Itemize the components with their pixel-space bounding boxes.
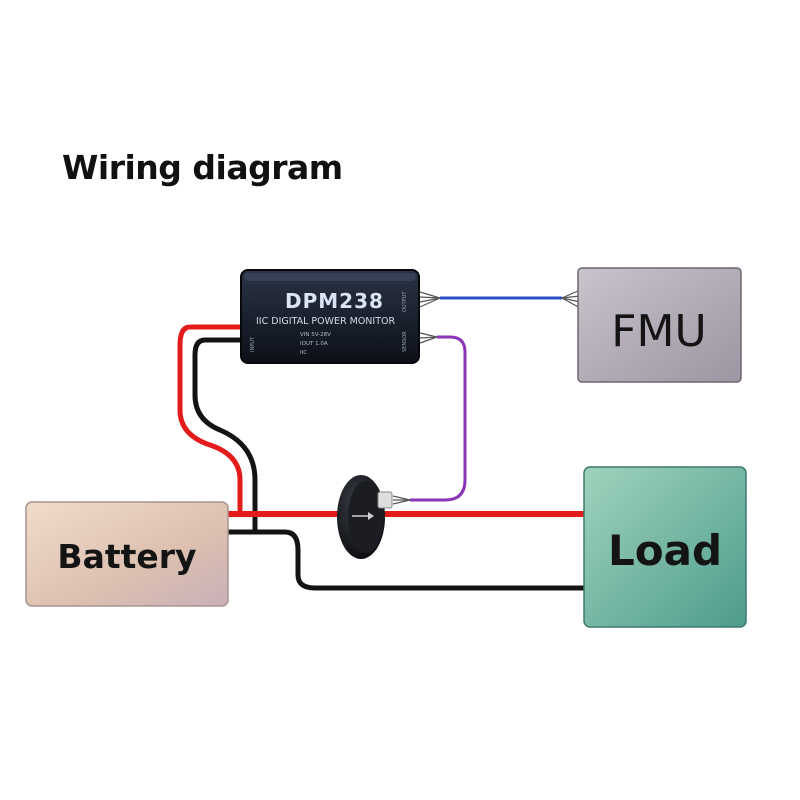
diagram-title: Wiring diagram: [62, 148, 343, 187]
device-left-port: INPUT: [250, 336, 256, 352]
negative-wire-device: [192, 337, 258, 533]
positive-wire-device: [177, 324, 246, 517]
current-sensor-ring: [337, 475, 393, 559]
battery-label: Battery: [57, 537, 196, 576]
data-wire: [440, 289, 581, 309]
device-spec-2: IOUT 1.0A: [300, 341, 328, 347]
power-monitor-device: [240, 269, 420, 364]
device-spec-3: IIC: [300, 350, 307, 356]
fmu-box: [577, 267, 742, 383]
device-subtitle: IIC DIGITAL POWER MONITOR: [256, 316, 395, 327]
device-output-pins: [419, 291, 441, 308]
device-sensor-pins: [419, 332, 438, 344]
sensor-wire: [410, 335, 467, 502]
device-port-sensor: SENSOR: [402, 331, 408, 352]
device-spec-1: VIN 5V-28V: [300, 332, 331, 338]
device-name: DPM238: [285, 289, 384, 313]
negative-wire-load: [225, 529, 587, 591]
load-box: [583, 466, 747, 628]
sensor-pins: [392, 495, 411, 505]
battery-box: [25, 501, 229, 607]
fmu-label: FMU: [611, 306, 706, 357]
device-port-output: OUTPUT: [402, 291, 408, 312]
load-label: Load: [608, 526, 722, 575]
